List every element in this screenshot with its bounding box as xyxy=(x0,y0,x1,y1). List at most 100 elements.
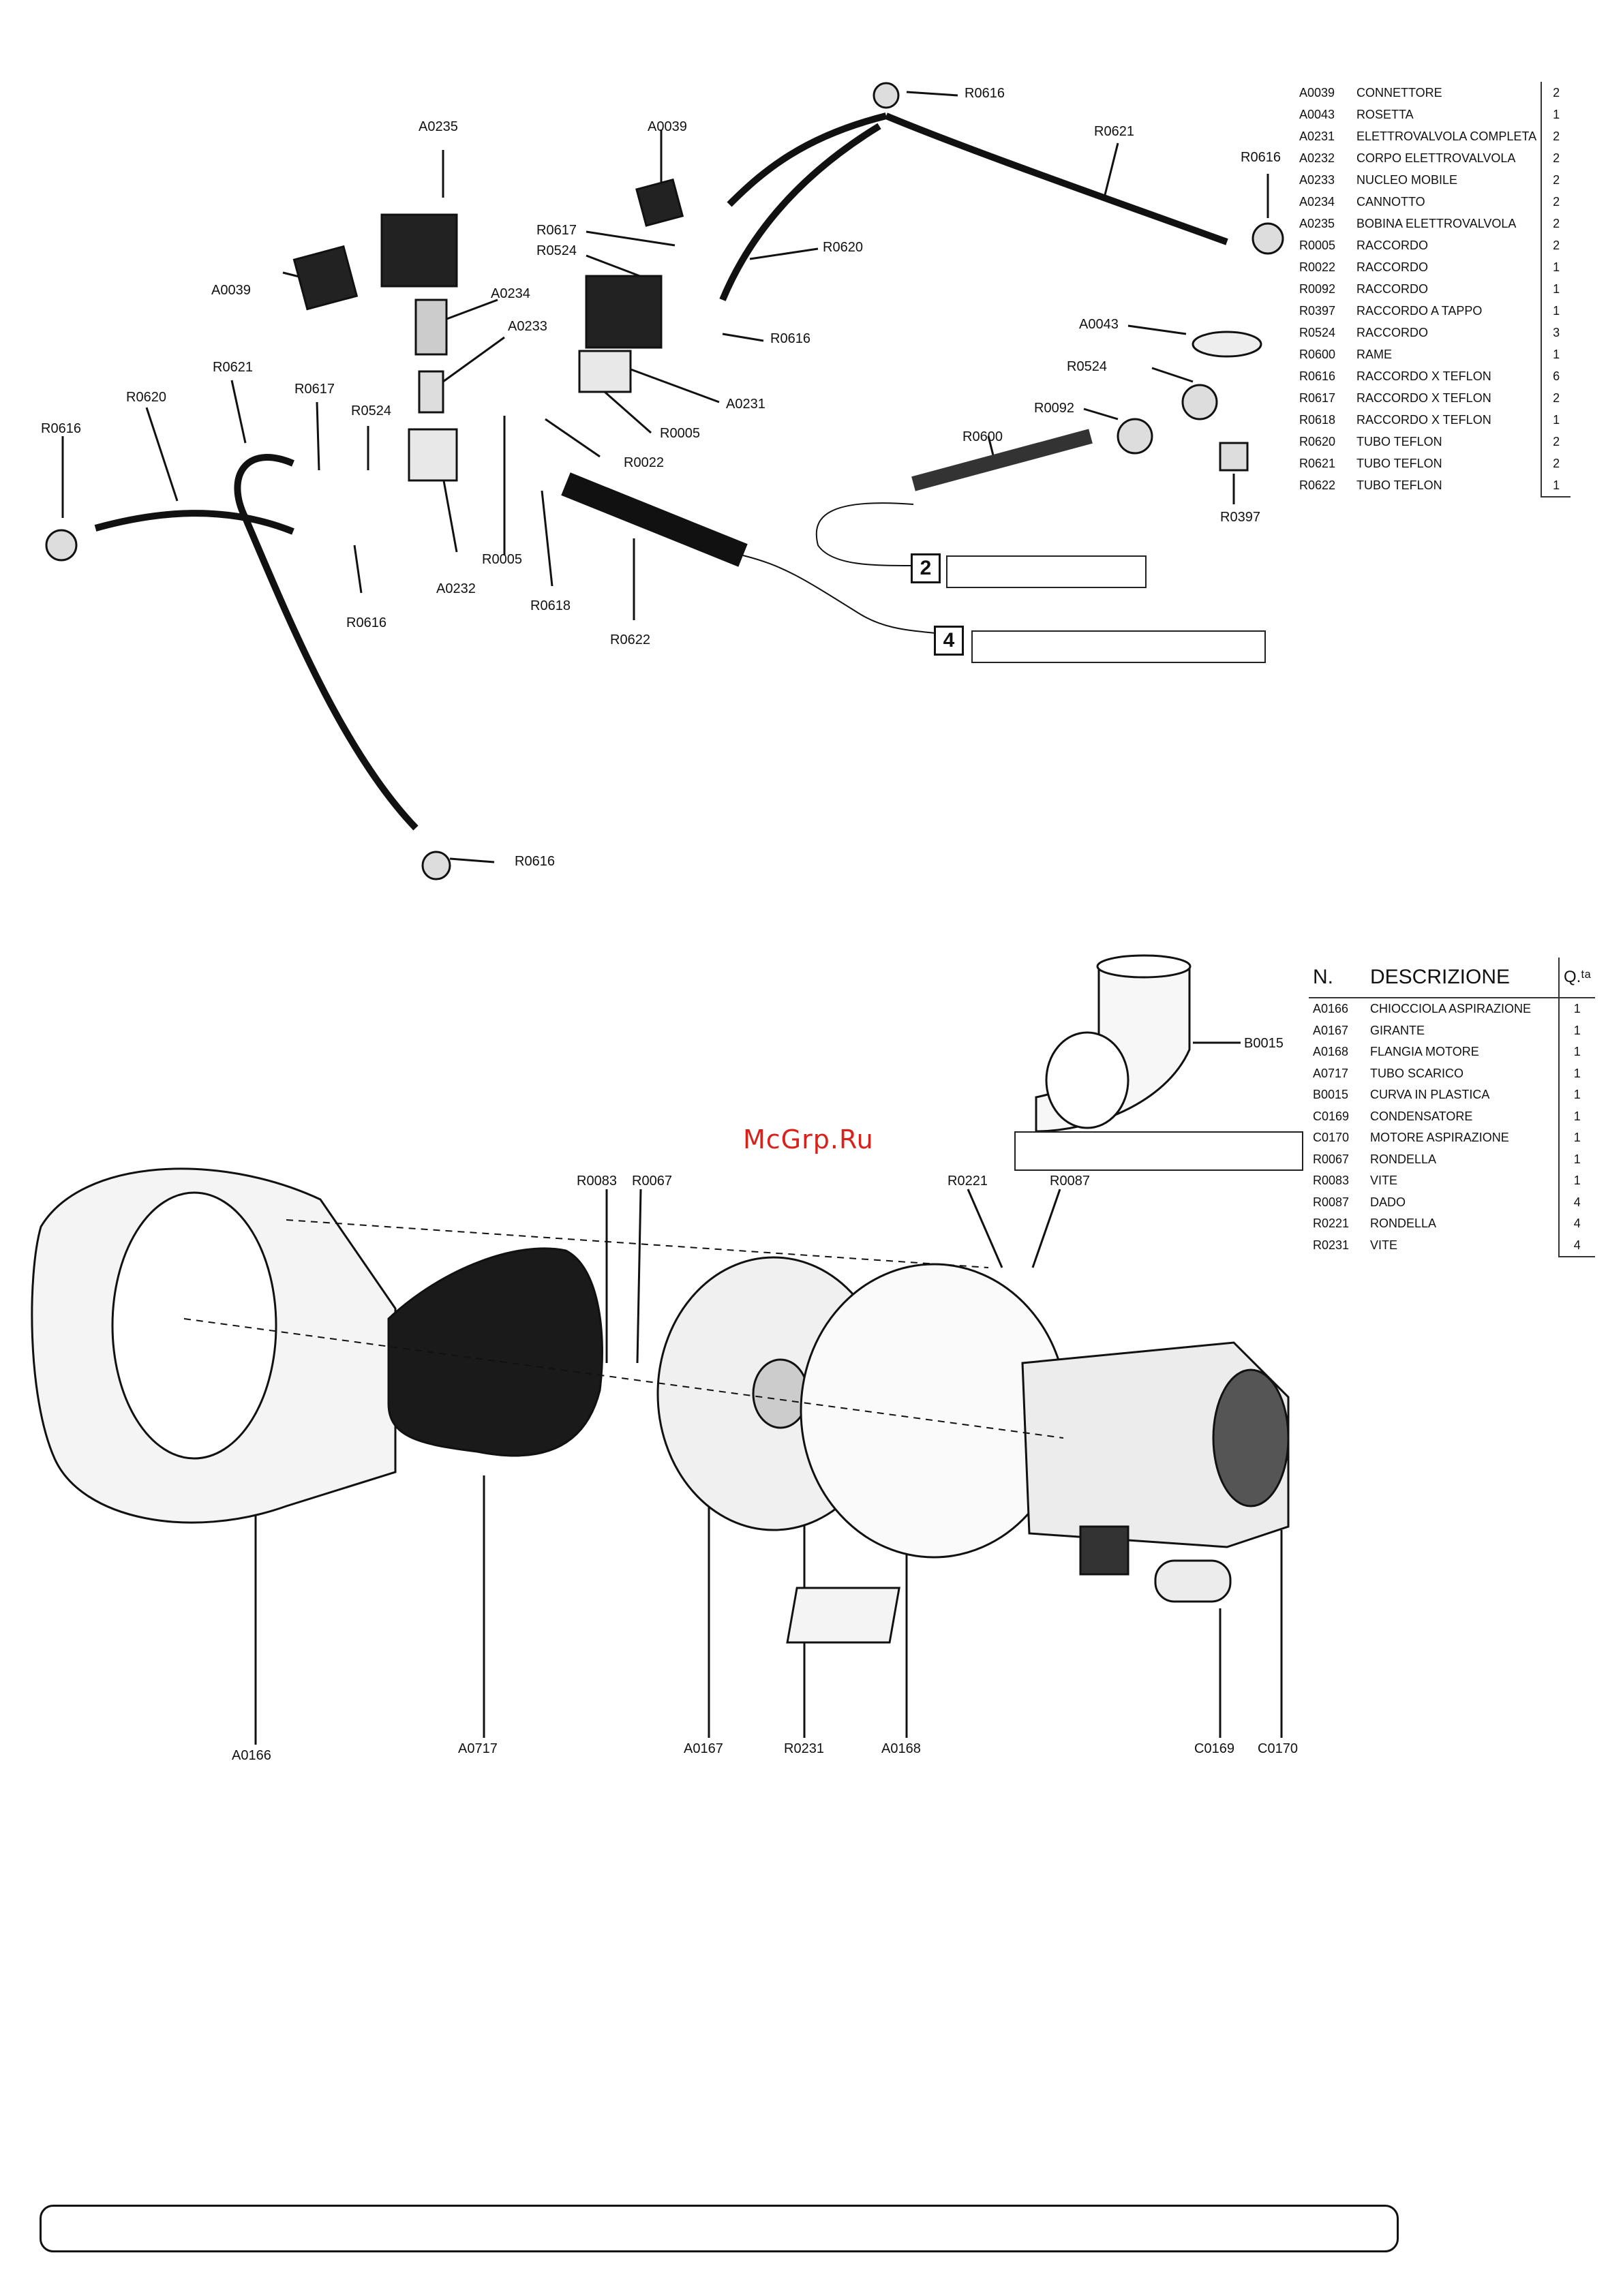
lower-part-qty: 1 xyxy=(1558,1127,1595,1149)
lower-part-qty: 4 xyxy=(1558,1191,1595,1213)
label-a0043: A0043 xyxy=(1079,317,1119,332)
upper-part-qty: 2 xyxy=(1541,82,1571,104)
label-a0168: A0168 xyxy=(881,1741,921,1756)
label-a0231: A0231 xyxy=(726,397,765,412)
lower-part-desc: TUBO SCARICO xyxy=(1370,1066,1464,1080)
lower-part-code: C0169 xyxy=(1313,1109,1350,1123)
upper-part-qty: 1 xyxy=(1541,278,1571,300)
lower-part-desc: GIRANTE xyxy=(1370,1023,1425,1037)
lower-part-desc: VITE xyxy=(1370,1238,1398,1253)
label-r0622: R0622 xyxy=(610,632,650,647)
lower-part-desc: CHIOCCIOLA ASPIRAZIONE xyxy=(1370,1002,1532,1016)
lower-part-row: A0717 TUBO SCARICO 1 xyxy=(1309,1062,1595,1084)
lower-part-qty: 1 xyxy=(1558,1062,1595,1084)
upper-part-desc: RACCORDO X TEFLON xyxy=(1356,391,1491,405)
lower-part-desc: FLANGIA MOTORE xyxy=(1370,1045,1479,1059)
upper-part-code: A0039 xyxy=(1299,85,1335,100)
label-r0221: R0221 xyxy=(947,1174,988,1189)
label-a0235: A0235 xyxy=(419,119,458,134)
upper-part-code: R0022 xyxy=(1299,260,1336,274)
upper-part-desc: RACCORDO X TEFLON xyxy=(1356,369,1491,383)
lower-part-code: R0067 xyxy=(1313,1152,1350,1166)
upper-part-desc: CONNETTORE xyxy=(1356,85,1442,100)
label-r0067: R0067 xyxy=(632,1174,672,1189)
upper-part-code: R0005 xyxy=(1299,238,1336,252)
lower-part-desc: CURVA IN PLASTICA xyxy=(1370,1088,1490,1102)
lower-part-qty: 4 xyxy=(1558,1213,1595,1235)
upper-part-qty: 2 xyxy=(1541,191,1571,213)
label-r0620-right: R0620 xyxy=(823,240,863,255)
label-r0231: R0231 xyxy=(784,1741,824,1756)
upper-part-desc: ROSETTA xyxy=(1356,107,1414,121)
upper-part-qty: 2 xyxy=(1541,213,1571,234)
upper-part-desc: TUBO TEFLON xyxy=(1356,456,1442,470)
blank-field-2 xyxy=(946,555,1147,588)
lower-part-code: C0170 xyxy=(1313,1131,1350,1145)
upper-part-code: A0235 xyxy=(1299,216,1335,230)
upper-part-code: R0616 xyxy=(1299,369,1336,383)
label-r0618: R0618 xyxy=(530,598,571,613)
blank-field-4 xyxy=(971,630,1266,663)
label-r0022: R0022 xyxy=(624,455,664,470)
label-r0616-far: R0616 xyxy=(1241,150,1281,165)
upper-part-qty: 1 xyxy=(1541,300,1571,322)
header-qty: Q.ᵗᵃ xyxy=(1558,958,1595,998)
upper-part-row: A0043 ROSETTA 1 xyxy=(1295,104,1571,125)
label-r0616-mid: R0616 xyxy=(770,331,810,346)
lower-part-code: A0166 xyxy=(1313,1002,1349,1016)
lower-part-code: A0717 xyxy=(1313,1066,1349,1080)
upper-part-code: R0600 xyxy=(1299,347,1336,361)
upper-part-desc: RACCORDO X TEFLON xyxy=(1356,412,1491,427)
upper-part-desc: TUBO TEFLON xyxy=(1356,434,1442,448)
upper-part-desc: NUCLEO MOBILE xyxy=(1356,172,1458,187)
label-r0600: R0600 xyxy=(962,429,1003,444)
upper-part-desc: CORPO ELETTROVALVOLA xyxy=(1356,151,1516,165)
upper-part-qty: 2 xyxy=(1541,234,1571,256)
label-r0005-low: R0005 xyxy=(482,552,522,567)
upper-part-qty: 2 xyxy=(1541,125,1571,147)
label-r0616-lower: R0616 xyxy=(346,615,386,630)
upper-part-qty: 1 xyxy=(1541,104,1571,125)
upper-part-code: R0618 xyxy=(1299,412,1336,427)
upper-part-qty: 3 xyxy=(1541,322,1571,343)
upper-part-code: R0397 xyxy=(1299,303,1336,318)
label-r0524-right: R0524 xyxy=(1067,359,1107,374)
upper-part-qty: 6 xyxy=(1541,365,1571,387)
upper-part-desc: RACCORDO xyxy=(1356,281,1429,296)
lower-part-code: A0167 xyxy=(1313,1023,1349,1037)
upper-part-code: A0043 xyxy=(1299,107,1335,121)
label-r0621-left: R0621 xyxy=(213,360,253,375)
lower-part-code: R0221 xyxy=(1313,1216,1350,1231)
upper-part-code: R0621 xyxy=(1299,456,1336,470)
lower-part-code: R0087 xyxy=(1313,1195,1350,1209)
lower-part-desc: CONDENSATORE xyxy=(1370,1109,1473,1123)
label-r0524-left: R0524 xyxy=(351,403,391,418)
upper-part-desc: ELETTROVALVOLA COMPLETA xyxy=(1356,129,1537,143)
upper-part-desc: RACCORDO xyxy=(1356,325,1429,339)
upper-part-qty: 2 xyxy=(1541,431,1571,453)
label-r0617-top: R0617 xyxy=(536,223,577,238)
label-a0232: A0232 xyxy=(436,581,476,596)
label-c0170: C0170 xyxy=(1258,1741,1298,1756)
lower-table-header: N. DESCRIZIONE Q.ᵗᵃ xyxy=(1309,958,1595,998)
upper-part-qty: 2 xyxy=(1541,147,1571,169)
label-r0087: R0087 xyxy=(1050,1174,1090,1189)
label-r0005-mid: R0005 xyxy=(660,426,700,441)
lower-part-desc: MOTORE ASPIRAZIONE xyxy=(1370,1131,1509,1145)
label-a0167: A0167 xyxy=(684,1741,723,1756)
